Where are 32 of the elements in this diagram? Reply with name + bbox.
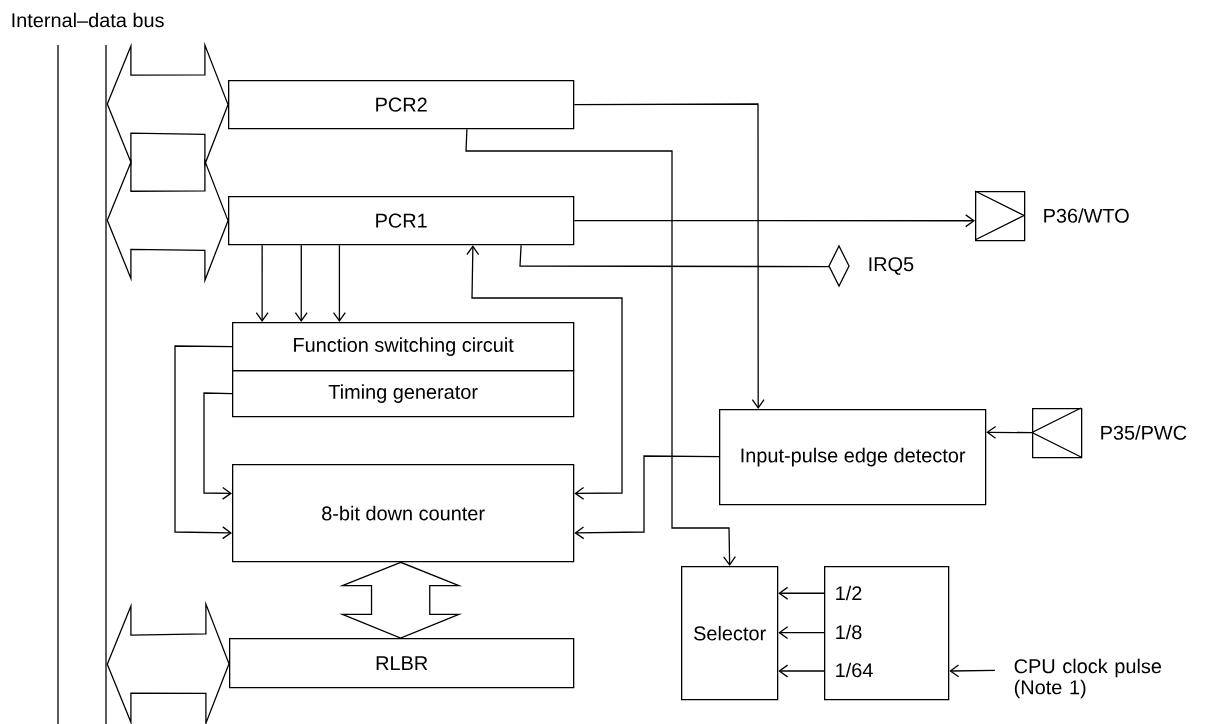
pin-label: P36/WTO — [1044, 208, 1129, 223]
arrow — [778, 626, 825, 640]
arrow — [986, 425, 1033, 439]
bus-arrow — [339, 561, 463, 639]
circuit-box: Function switching circuit — [232, 322, 575, 372]
bus-arrow — [106, 157, 229, 284]
arrow — [294, 244, 308, 322]
arrow — [466, 245, 623, 500]
arrow — [949, 664, 996, 678]
arrow — [255, 244, 269, 322]
input-label: CPU clock pulse (Note 1) — [1014, 658, 1162, 699]
counter-box: 8-bit down counter — [232, 464, 575, 563]
register-box: PCR1 — [228, 196, 575, 246]
signal-label: IRQ5 — [869, 257, 914, 275]
generator-box: Timing generator — [232, 370, 575, 418]
arrow — [778, 586, 825, 600]
register-box: PCR2 — [228, 80, 575, 130]
register-box: RLBR — [229, 638, 575, 689]
bus-label: Internal–data bus — [12, 12, 164, 28]
arrow — [174, 345, 233, 540]
arrow — [573, 103, 765, 409]
arrow — [465, 128, 736, 566]
selector-box: Selector — [681, 566, 779, 701]
pin-label: P35/PWC — [1101, 425, 1187, 440]
bus-arrow — [106, 600, 230, 724]
arrow — [778, 664, 825, 678]
arrow — [203, 392, 233, 500]
arrow — [332, 244, 346, 322]
connector-line — [519, 244, 830, 268]
detector-box: Input-pulse edge detector — [719, 409, 987, 506]
arrow — [573, 214, 975, 228]
arrow — [574, 455, 720, 540]
